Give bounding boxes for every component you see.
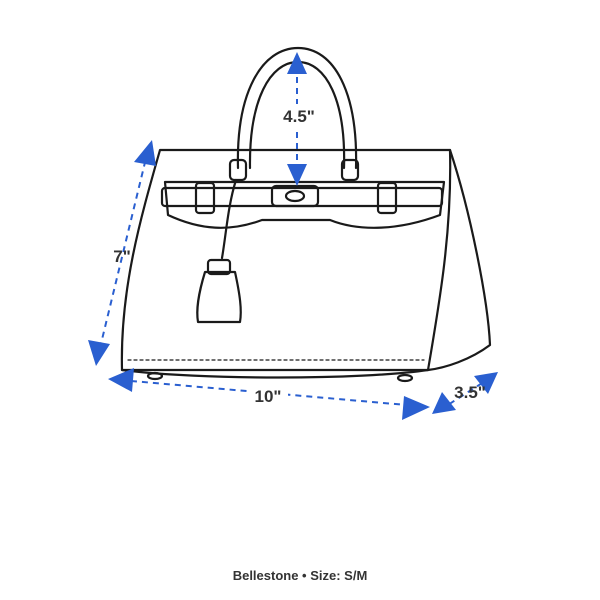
arrow-head-icon [402,396,430,420]
width-arrow [119,379,419,407]
arrow-head-icon [88,340,110,366]
depth-label: 3.5" [454,383,486,402]
height-label: 7" [113,247,131,266]
padlock-icon [196,270,242,324]
dimension-arrows [88,52,498,420]
handle-drop-label: 4.5" [283,107,315,126]
bag-body-icon [120,148,452,372]
arrow-head-icon [287,164,307,186]
arrow-head-icon [474,372,498,394]
arrow-head-icon [432,392,456,414]
bag-flap-icon [163,180,446,229]
arrow-head-icon [108,368,134,392]
handbag-icon [120,46,492,383]
product-caption: Bellestone • Size: S/M [232,568,368,583]
width-label: 10" [255,387,282,406]
dimension-labels: 4.5" 7" 10" 3.5" [113,104,486,408]
handle-icon [236,46,358,170]
strap-icon [160,186,444,208]
arrow-head-icon [134,140,156,166]
height-arrow [97,149,149,357]
bag-side-icon [426,148,492,372]
turn-lock-icon [270,184,320,208]
arrow-head-icon [287,52,307,74]
